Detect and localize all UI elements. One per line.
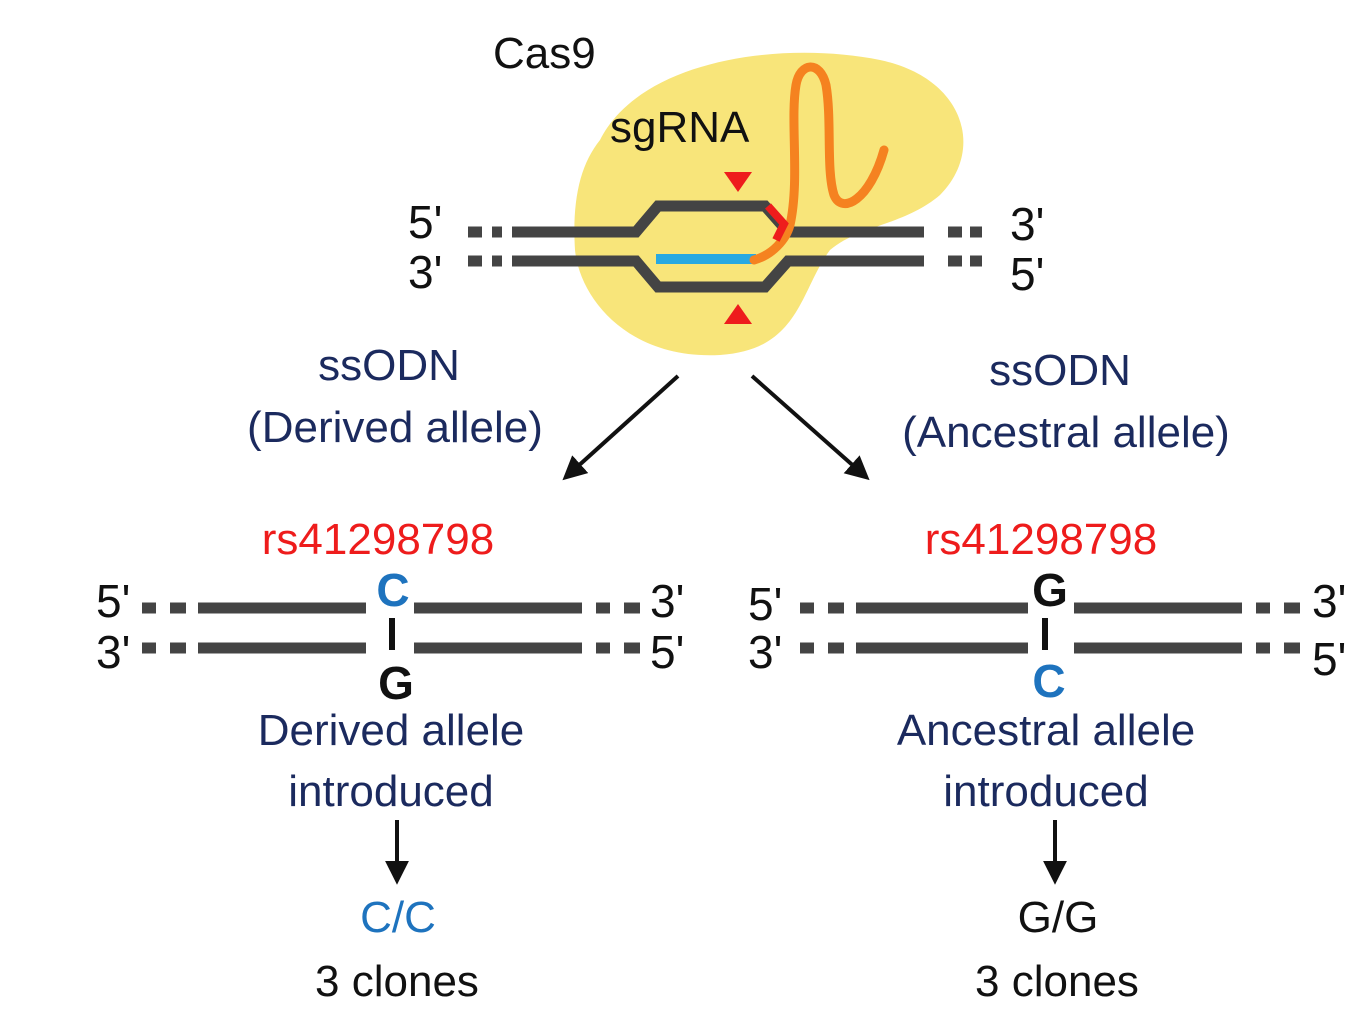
right-bottom-base: C (1032, 655, 1065, 707)
right-ssodn-title: ssODN (989, 346, 1131, 395)
cut-arrowhead-icon (724, 304, 752, 324)
left-end-5-bottom: 5' (650, 626, 684, 678)
right-ssodn-subtitle: (Ancestral allele) (902, 408, 1230, 457)
top-end-3-right: 3' (1010, 198, 1044, 250)
left-ssodn-subtitle: (Derived allele) (247, 403, 543, 452)
left-branch: ssODN (Derived allele) rs41298798 C G 5'… (96, 341, 684, 1006)
right-result-line2: introduced (943, 767, 1148, 816)
left-top-base: C (376, 564, 409, 616)
right-duplex (800, 602, 1300, 654)
top-dna-duplex (468, 200, 982, 293)
left-duplex (142, 602, 640, 654)
pam-red-hook (765, 203, 789, 242)
sgrna-icon (749, 62, 889, 265)
top-end-5-right: 5' (1010, 248, 1044, 300)
left-end-3-bottom: 3' (96, 626, 130, 678)
left-ssodn-title: ssODN (318, 341, 460, 390)
left-result-line2: introduced (288, 767, 493, 816)
sgrna-label: sgRNA (610, 103, 750, 152)
top-strand-lower (512, 255, 924, 293)
left-result-line1: Derived allele (258, 706, 525, 755)
left-bottom-base: G (378, 657, 414, 709)
right-end-5-top: 5' (748, 578, 782, 630)
right-end-3-bottom: 3' (748, 626, 782, 678)
flow-arrow-icon (562, 374, 680, 481)
right-end-5-bottom: 5' (1312, 633, 1346, 685)
left-end-5-top: 5' (96, 575, 130, 627)
top-end-3-left: 3' (408, 246, 442, 298)
right-snp-id: rs41298798 (925, 515, 1157, 564)
right-end-3-top: 3' (1312, 575, 1346, 627)
cas9-label: Cas9 (493, 29, 596, 78)
flow-arrow-icon (750, 374, 870, 481)
right-top-base: G (1032, 564, 1068, 616)
cas9-complex: Cas9 sgRNA 5' 3' 3' 5' (408, 29, 1044, 356)
left-genotype: C/C (360, 893, 436, 942)
left-end-3-top: 3' (650, 575, 684, 627)
right-genotype: G/G (1018, 893, 1099, 942)
cut-arrowhead-icon (724, 172, 752, 192)
left-clones: 3 clones (315, 957, 479, 1006)
right-result-line1: Ancestral allele (897, 706, 1195, 755)
left-snp-id: rs41298798 (262, 515, 494, 564)
top-strand-upper (512, 200, 924, 238)
right-clones: 3 clones (975, 957, 1139, 1006)
right-branch: ssODN (Ancestral allele) rs41298798 G C … (748, 346, 1346, 1006)
top-end-5-left: 5' (408, 196, 442, 248)
